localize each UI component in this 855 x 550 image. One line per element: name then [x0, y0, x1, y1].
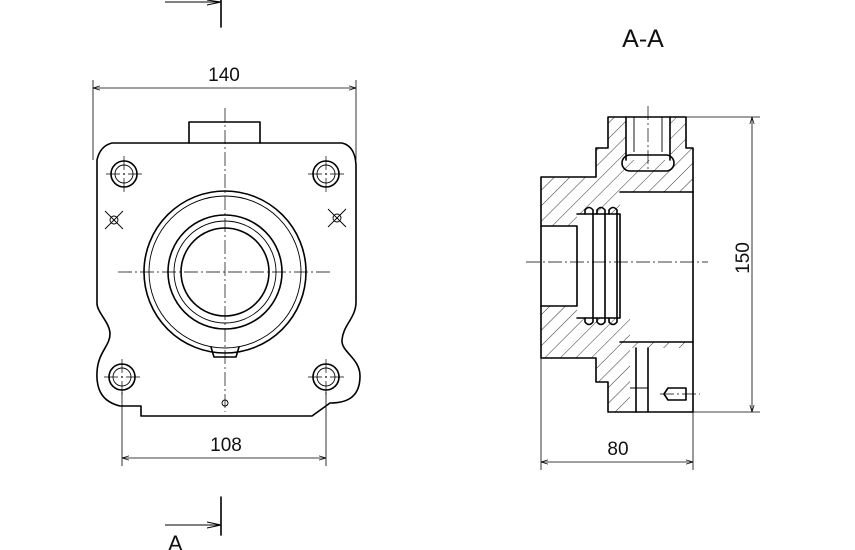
- front-flange-outline: [96, 142, 361, 417]
- dimension-80: 80: [540, 358, 694, 470]
- dimension-80-label: 80: [607, 439, 628, 460]
- front-pin-hole-right: [327, 208, 347, 228]
- front-pin-hole-left: [104, 210, 124, 230]
- dimension-140: 140: [92, 65, 357, 160]
- dimension-140-label: 140: [208, 65, 240, 86]
- front-bolt-hole-bl: [104, 359, 140, 395]
- section-hatch-upper: [541, 117, 693, 226]
- section-top-port: [621, 106, 675, 172]
- section-marker-top: [165, 0, 222, 28]
- section-bottom-pin: [630, 347, 700, 413]
- section-marker-bottom: A: [165, 496, 222, 550]
- front-bolt-hole-br: [308, 359, 344, 395]
- section-bore: [540, 225, 578, 307]
- front-top-tab: [188, 121, 261, 144]
- dimension-108-label: 108: [210, 435, 242, 456]
- section-view: [526, 106, 708, 413]
- dimension-150: 150: [686, 116, 760, 413]
- dimension-108: 108: [121, 392, 327, 466]
- front-bolt-hole-tl: [106, 156, 142, 192]
- section-grooves: [584, 206, 618, 326]
- section-title: A-A: [622, 25, 664, 53]
- section-hatch-lower: [541, 306, 693, 412]
- section-marker-label: A: [168, 531, 183, 550]
- front-bolt-hole-tr: [308, 156, 344, 192]
- dimension-150-label: 150: [733, 242, 754, 274]
- front-view: [96, 108, 361, 417]
